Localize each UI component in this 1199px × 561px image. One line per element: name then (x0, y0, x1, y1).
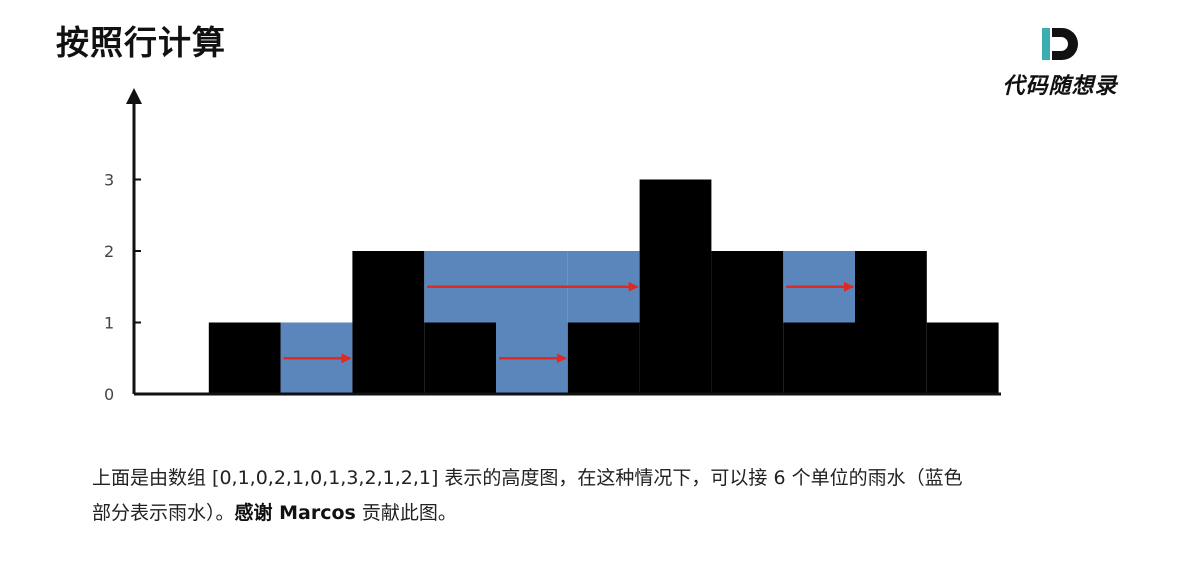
height-bar (783, 322, 855, 394)
caption-line-2: 部分表示雨水）。感谢 Marcos 贡献此图。 (92, 496, 1152, 531)
trapping-rain-water-chart: 0 1 2 3 (104, 88, 1001, 404)
height-bar (208, 322, 281, 394)
height-bar (711, 251, 784, 394)
letter-d-logo-icon (1042, 28, 1078, 60)
height-bar (567, 322, 640, 394)
height-bar (926, 322, 999, 394)
caption-credit: 感谢 Marcos (234, 502, 356, 524)
y-tick-label: 3 (104, 171, 114, 190)
bars (208, 179, 999, 394)
caption-line-2-text: 部分表示雨水）。 (92, 502, 235, 524)
y-tick-label: 2 (104, 242, 114, 261)
height-bar (424, 322, 496, 394)
flow-arrows (283, 281, 854, 364)
y-tick-label: 0 (104, 385, 114, 404)
y-tick-label: 1 (104, 314, 114, 333)
caption: 上面是由数组 [0,1,0,2,1,0,1,3,2,1,2,1] 表示的高度图，… (92, 461, 1152, 531)
page-title: 按照行计算 (56, 23, 226, 62)
logo-text: 代码随想录 (1002, 73, 1118, 99)
height-bar (352, 251, 425, 394)
height-bar (639, 179, 712, 394)
water-cell (496, 251, 568, 394)
brand-logo: 代码随想录 (990, 18, 1130, 99)
caption-line-1: 上面是由数组 [0,1,0,2,1,0,1,3,2,1,2,1] 表示的高度图，… (92, 467, 963, 489)
y-axis-arrowhead (126, 88, 142, 104)
axes (126, 88, 1001, 396)
caption-line-2-end: 贡献此图。 (355, 502, 457, 524)
height-bar (855, 251, 927, 394)
